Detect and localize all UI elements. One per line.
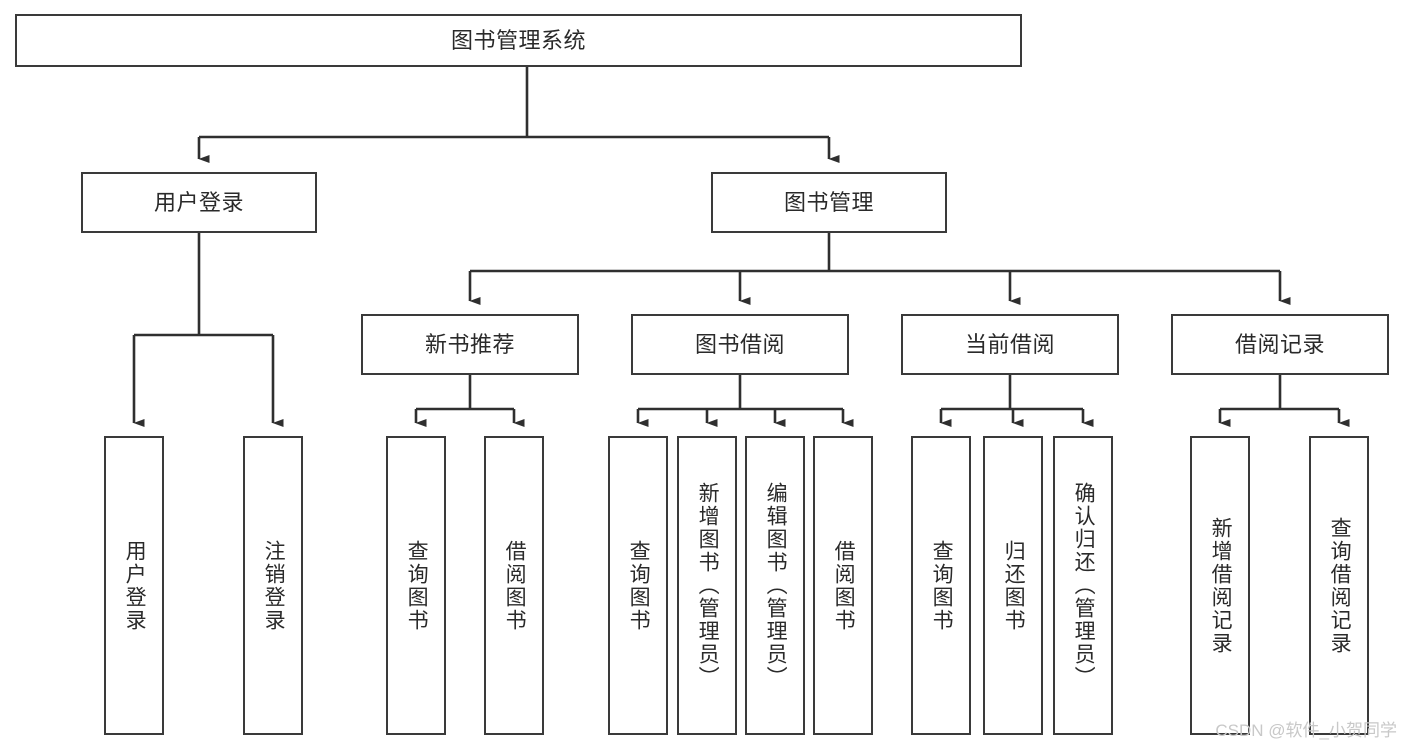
node-leaf-confirm-return-admin[interactable]: 确认归还（管理员） — [1053, 436, 1113, 735]
node-leaf-add-book-admin[interactable]: 新增图书（管理员） — [677, 436, 737, 735]
node-label: 查询图书 — [405, 539, 429, 632]
node-borrow-record[interactable]: 借阅记录 — [1171, 314, 1389, 375]
node-leaf-edit-book-admin[interactable]: 编辑图书（管理员） — [745, 436, 805, 735]
node-label: 归还图书 — [1002, 539, 1026, 632]
node-leaf-query-book-current[interactable]: 查询图书 — [911, 436, 971, 735]
node-label: 借阅图书 — [832, 539, 856, 632]
node-leaf-logout[interactable]: 注销登录 — [243, 436, 303, 735]
node-label: 新增图书（管理员） — [696, 482, 720, 689]
node-label: 注销登录 — [262, 539, 286, 632]
node-leaf-return-book[interactable]: 归还图书 — [983, 436, 1043, 735]
node-book-borrow[interactable]: 图书借阅 — [631, 314, 849, 375]
node-leaf-add-borrow-record[interactable]: 新增借阅记录 — [1190, 436, 1250, 735]
node-new-book-recommend[interactable]: 新书推荐 — [361, 314, 579, 375]
node-label: 新增借阅记录 — [1209, 516, 1233, 655]
node-label: 查询图书 — [627, 539, 651, 632]
node-leaf-user-login[interactable]: 用户登录 — [104, 436, 164, 735]
node-leaf-borrow-book[interactable]: 借阅图书 — [813, 436, 873, 735]
node-label: 借阅图书 — [503, 539, 527, 632]
node-label: 用户登录 — [123, 539, 147, 632]
node-current-borrow[interactable]: 当前借阅 — [901, 314, 1119, 375]
node-leaf-query-book-recommend[interactable]: 查询图书 — [386, 436, 446, 735]
node-label: 用户登录 — [153, 189, 244, 215]
node-label: 借阅记录 — [1234, 331, 1325, 357]
node-label: 图书借阅 — [694, 331, 785, 357]
node-label: 查询借阅记录 — [1328, 516, 1352, 655]
node-label: 查询图书 — [930, 539, 954, 632]
node-book-management[interactable]: 图书管理 — [711, 172, 947, 233]
node-leaf-query-book[interactable]: 查询图书 — [608, 436, 668, 735]
node-label: 编辑图书（管理员） — [764, 482, 788, 689]
watermark-text: CSDN @软件_小贺同学 — [1215, 721, 1397, 740]
node-label: 确认归还（管理员） — [1072, 482, 1096, 689]
node-label: 图书管理 — [783, 189, 874, 215]
node-leaf-borrow-book-recommend[interactable]: 借阅图书 — [484, 436, 544, 735]
node-label: 新书推荐 — [424, 331, 515, 357]
node-root[interactable]: 图书管理系统 — [15, 14, 1022, 67]
node-leaf-query-borrow-record[interactable]: 查询借阅记录 — [1309, 436, 1369, 735]
node-label: 当前借阅 — [964, 331, 1055, 357]
node-label: 图书管理系统 — [450, 27, 586, 53]
node-user-login[interactable]: 用户登录 — [81, 172, 317, 233]
